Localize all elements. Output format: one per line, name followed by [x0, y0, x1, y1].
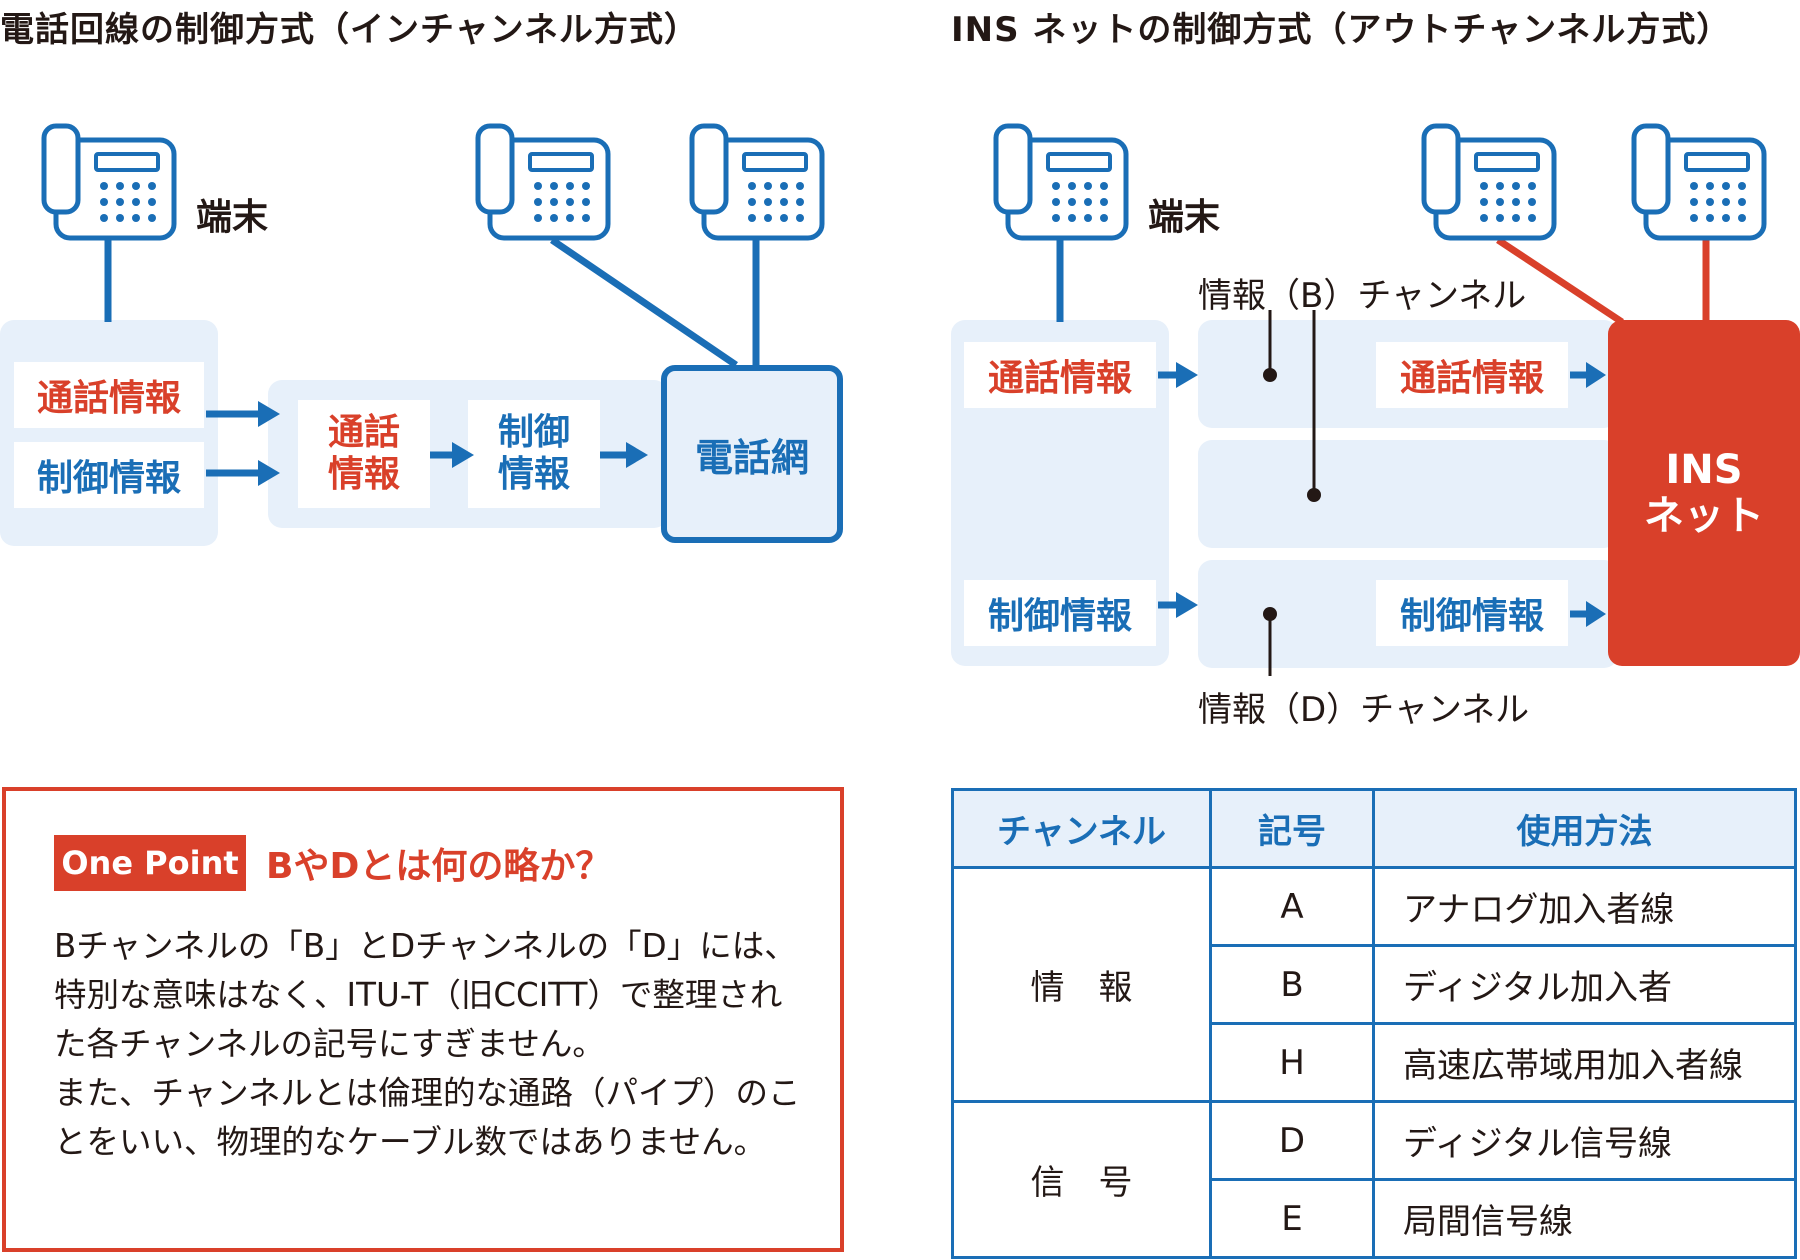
right-call-info-label: 通話情報: [964, 342, 1156, 408]
right-control-info-out-label: 制御情報: [1376, 580, 1568, 646]
table-row: B ディジタル加入者: [953, 944, 1797, 1025]
arrow-right-icon: [1158, 362, 1198, 388]
d-channel-dot: [1263, 607, 1277, 621]
phone2-to-ins-line: [1496, 237, 1624, 325]
group-label-info: 情 報: [951, 866, 1212, 1103]
table-row: 信 号 D ディジタル信号線: [951, 1100, 1797, 1259]
one-point-paragraph: また、チャンネルとは倫理的な通路（パイプ）のことをいい、物理的なケーブル数ではあ…: [54, 1074, 801, 1161]
left-call-info-label: 通話情報: [14, 362, 204, 428]
telephone-icon: [996, 126, 1126, 238]
one-point-box: [2, 787, 844, 1252]
channel-table: チャンネル 記号 使用方法 情 報 A アナログ加入者線 B ディジタル加入者 …: [951, 788, 1797, 1259]
symbol-cell: E: [1209, 1178, 1375, 1259]
arrow-right-icon: [206, 460, 280, 486]
usage-cell: 局間信号線: [1372, 1178, 1797, 1259]
arrow-right-icon: [430, 442, 474, 468]
one-point-heading: BやDとは何の略か？: [266, 846, 612, 887]
left-call-info-box-line2: 情報: [327, 454, 400, 495]
left-control-info-box-line1: 制御: [497, 412, 570, 453]
telephone-icon: [1634, 126, 1764, 238]
arrow-right-icon: [600, 442, 648, 468]
usage-cell: 高速広帯域用加入者線: [1372, 1022, 1797, 1103]
telephone-network-box: 電話網: [661, 365, 843, 543]
telephone-icon: [478, 126, 608, 238]
left-control-info-box: 制御 情報: [468, 400, 600, 508]
usage-cell: ディジタル信号線: [1372, 1100, 1797, 1181]
ins-network-line1: INS: [1665, 447, 1743, 493]
arrow-right-icon: [1570, 362, 1606, 388]
symbol-cell: D: [1209, 1100, 1375, 1181]
one-point-badge: One Point: [54, 835, 246, 891]
telephone-icon: [692, 126, 822, 238]
b-channel-dot: [1263, 368, 1277, 382]
telephone-icon: [44, 126, 174, 238]
header-symbol: 記号: [1209, 788, 1375, 869]
left-terminal-panel: [0, 320, 218, 546]
header-usage: 使用方法: [1372, 788, 1797, 869]
left-call-info-box: 通話 情報: [298, 400, 430, 508]
table-header-row: チャンネル 記号 使用方法: [951, 788, 1797, 869]
group-label-signal: 信 号: [951, 1100, 1212, 1259]
left-control-info-label: 制御情報: [14, 442, 204, 508]
ins-network-box: INS ネット: [1608, 320, 1800, 666]
right-terminal-label: 端末: [1148, 197, 1221, 238]
symbol-cell: B: [1209, 944, 1375, 1025]
usage-cell: ディジタル加入者: [1372, 944, 1797, 1025]
table-row: H 高速広帯域用加入者線: [953, 1022, 1797, 1103]
arrow-right-icon: [1570, 601, 1606, 627]
usage-cell: アナログ加入者線: [1372, 866, 1797, 947]
table-row: E 局間信号線: [953, 1178, 1797, 1259]
left-title: 電話回線の制御方式（インチャンネル方式）: [0, 10, 699, 50]
ins-network-line2: ネット: [1644, 493, 1764, 539]
left-terminal-label: 端末: [196, 197, 269, 238]
left-control-info-box-line2: 情報: [497, 454, 570, 495]
left-call-info-box-line1: 通話: [327, 412, 400, 453]
one-point-body: Bチャンネルの「B」とDチャンネルの「D」には、特別な意味はなく、ITU-T（旧…: [54, 922, 814, 1167]
arrow-right-icon: [1158, 592, 1198, 618]
one-point-paragraph: Bチャンネルの「B」とDチャンネルの「D」には、特別な意味はなく、ITU-T（旧…: [54, 927, 797, 1063]
middle-lane-dot: [1307, 488, 1321, 502]
table-row: 情 報 A アナログ加入者線: [951, 866, 1797, 1103]
symbol-cell: H: [1209, 1022, 1375, 1103]
right-call-info-out-label: 通話情報: [1376, 342, 1568, 408]
b-channel-label: 情報（B）チャンネル: [1198, 276, 1527, 316]
d-channel-label: 情報（D）チャンネル: [1198, 690, 1530, 730]
arrow-right-icon: [206, 401, 280, 427]
telephone-icon: [1424, 126, 1554, 238]
header-channel: チャンネル: [951, 788, 1212, 869]
right-title: INS ネットの制御方式（アウトチャンネル方式）: [951, 10, 1732, 50]
middle-lane: [1198, 440, 1618, 548]
phone2-to-network-line: [550, 237, 738, 368]
right-control-info-label: 制御情報: [964, 580, 1156, 646]
symbol-cell: A: [1209, 866, 1375, 947]
